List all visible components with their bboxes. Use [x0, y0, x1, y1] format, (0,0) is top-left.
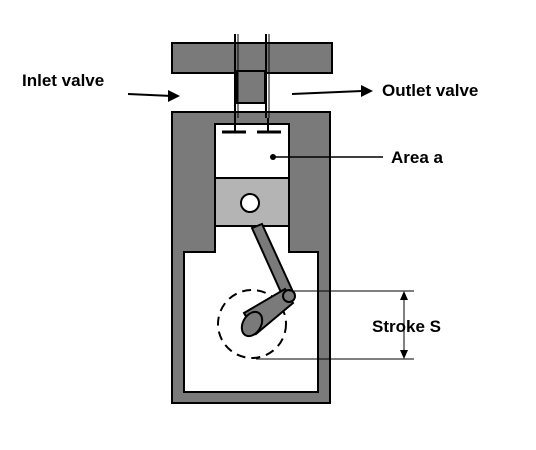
- inlet-valve-label: Inlet valve: [22, 71, 104, 90]
- stroke-label: Stroke S: [372, 317, 441, 336]
- wrist-pin: [240, 193, 260, 213]
- stroke-arrow-up: [400, 291, 408, 300]
- area-pointer-dot: [270, 154, 276, 160]
- valve-guide: [236, 70, 266, 104]
- inlet-arrow-head: [168, 90, 180, 102]
- outlet-arrow-line: [291, 90, 363, 95]
- crank-circle: [217, 289, 287, 359]
- cylinder-head: [171, 42, 333, 74]
- stroke-arrow-down: [400, 350, 408, 359]
- crank-journal: [240, 310, 264, 338]
- outlet-arrow-head: [361, 85, 373, 97]
- crank-pin: [282, 289, 296, 303]
- outlet-valve-label: Outlet valve: [382, 81, 478, 100]
- inlet-arrow-line: [127, 93, 173, 97]
- area-label: Area a: [391, 148, 444, 167]
